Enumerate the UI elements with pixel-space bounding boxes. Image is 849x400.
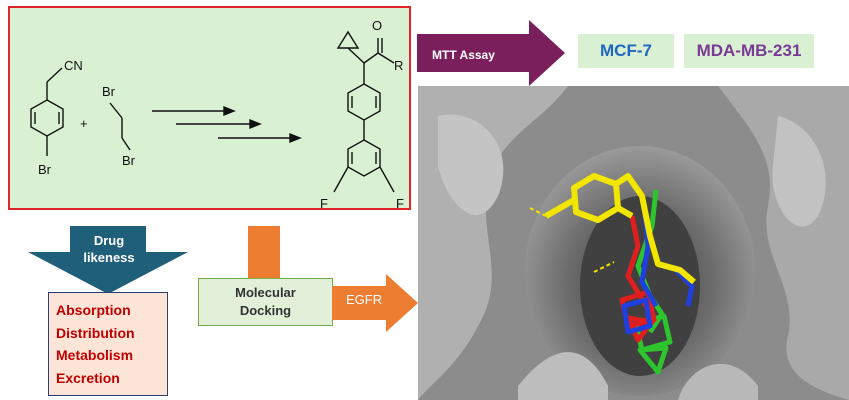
hydrogen-bonds (529, 207, 615, 273)
mtt-assay-arrow (417, 20, 565, 86)
r-group-label: R (394, 58, 403, 73)
drug-likeness-arrow (28, 226, 188, 294)
molecular-docking-box: Molecular Docking (198, 278, 333, 326)
fluorine-left-label: F (320, 196, 328, 211)
drug-likeness-label: Drug likeness (58, 232, 160, 266)
cell-line-mcf7: MCF-7 (578, 34, 674, 68)
docking-connector (248, 226, 280, 278)
docking-label-line1: Molecular (235, 285, 296, 300)
fluorine-right-label: F (396, 196, 404, 211)
drug-label-line1: Drug (93, 233, 125, 248)
docking-label-line2: Docking (239, 303, 292, 318)
adme-distribution: Distribution (56, 324, 135, 341)
cn-label: CN (64, 58, 83, 73)
docking-pose-image (418, 86, 849, 400)
product-structure (333, 30, 395, 193)
synthesis-scheme-box: CN Br + Br Br (8, 6, 411, 211)
reaction-scheme: CN Br + Br Br (30, 18, 404, 211)
br-label-reactant1: Br (38, 162, 52, 177)
protein-surface-render (418, 86, 849, 400)
egfr-arrow (332, 274, 418, 332)
adme-metabolism: Metabolism (56, 347, 134, 363)
adme-absorption: Absorption (56, 302, 131, 318)
adme-box: Absorption Distribution Metabolism Excre… (48, 292, 168, 396)
adme-excretion: Excretion (56, 369, 120, 386)
reactant-1-2-dibromoethane (109, 102, 131, 151)
drug-label-line2: likeness (83, 250, 135, 265)
reactant-4-bromophenylacetonitrile (30, 67, 64, 156)
carbonyl-o-label: O (372, 18, 382, 33)
cell-line-mda-mb-231: MDA-MB-231 (684, 34, 814, 68)
plus-sign: + (80, 116, 88, 131)
mtt-assay-label: MTT Assay (432, 48, 495, 62)
multistep-arrows (152, 105, 302, 144)
br-bottom-label: Br (122, 153, 136, 168)
ligand-yellow (544, 173, 696, 285)
egfr-label: EGFR (346, 292, 383, 307)
br-top-label: Br (102, 84, 116, 99)
